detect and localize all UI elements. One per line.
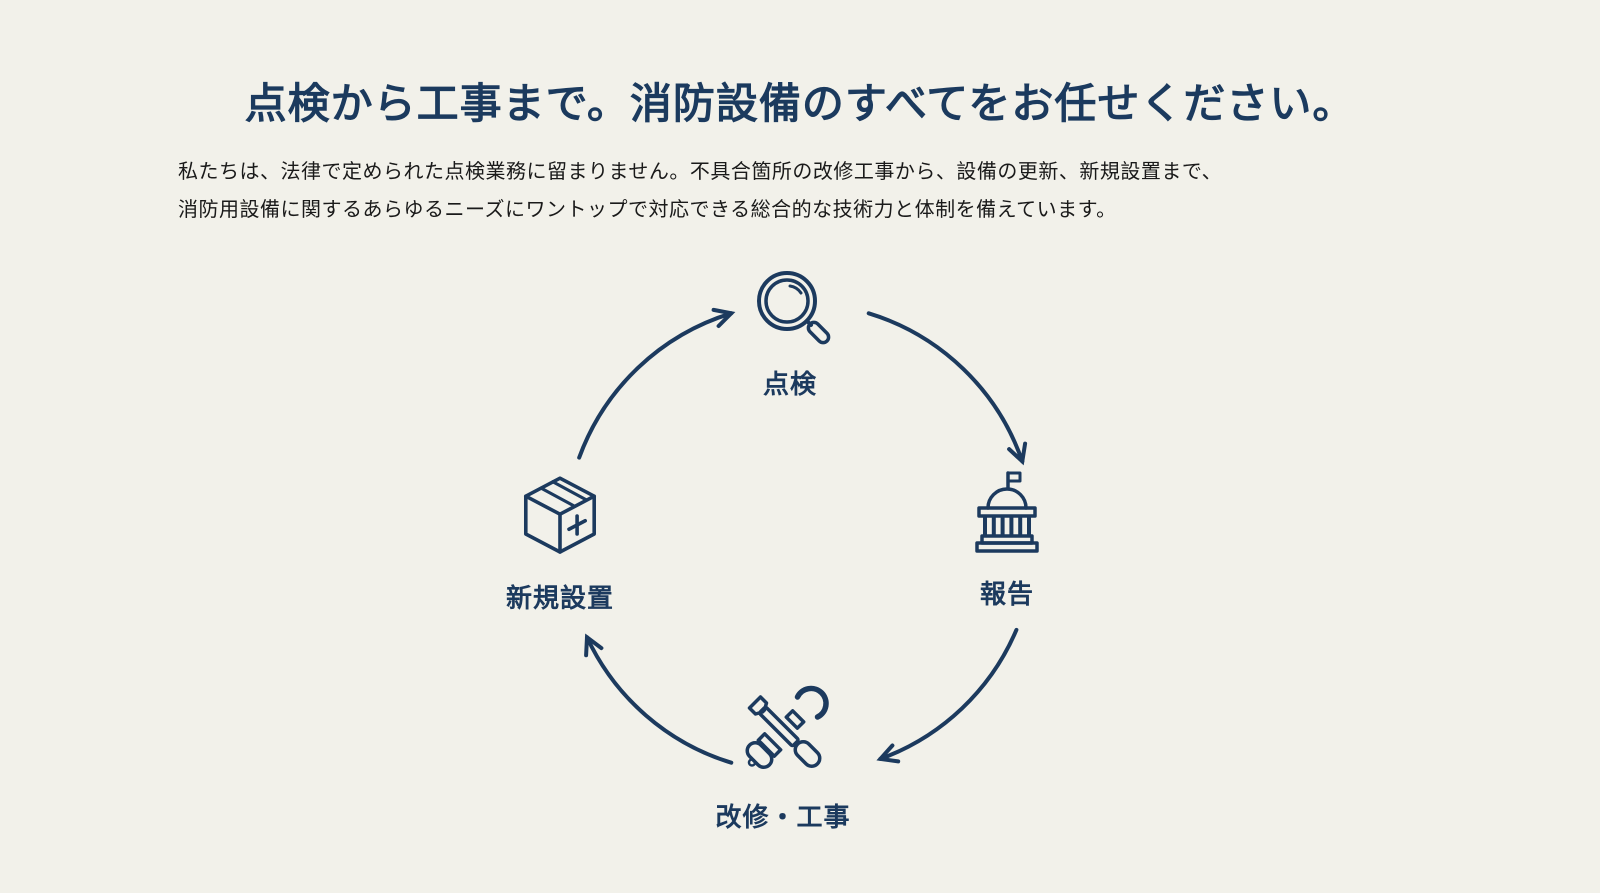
arrowhead-to-report [1007,441,1028,465]
cycle-step-inspection: 点検 [740,256,840,401]
cycle-step-repair: 改修・工事 [715,681,850,834]
arrow-to-new-installation [585,634,734,765]
cycle-step-label: 報告 [979,578,1034,609]
plus-icon [567,513,587,536]
government-building-icon [975,470,1039,553]
cycle-step-new-installation: 新規設置 [506,471,614,615]
arrowhead-to-new-installation [584,632,604,657]
arrow-to-repair [878,627,1019,761]
page-title: 点検から工事まで。消防設備のすべてをお任せください。 [244,80,1356,127]
intro-line-2: 消防用設備に関するあらゆるニーズにワントップで対応できる総合的な技術力と体制を備… [178,198,1117,221]
intro-paragraph: 私たちは、法律で定められた点検業務に留まりません。不具合箇所の改修工事から、設備… [178,153,1422,229]
magnifier-icon [757,270,831,344]
arrowhead-to-repair [876,743,901,763]
cycle-step-report: 報告 [962,467,1052,611]
cycle-step-label: 改修・工事 [715,801,851,832]
cycle-step-label: 新規設置 [505,582,615,613]
cycle-step-label: 点検 [762,368,817,399]
tools-icon [744,685,829,769]
cycle-arrows [577,307,1028,765]
intro-line-1: 私たちは、法律で定められた点検業務に留まりません。不具合箇所の改修工事から、設備… [178,160,1223,183]
box-plus-icon [523,475,596,554]
service-cycle-diagram: 点検 報告 [490,243,1110,863]
arrow-to-inspection [577,310,734,460]
arrowhead-to-inspection [711,307,736,328]
arrow-to-report [866,310,1025,463]
